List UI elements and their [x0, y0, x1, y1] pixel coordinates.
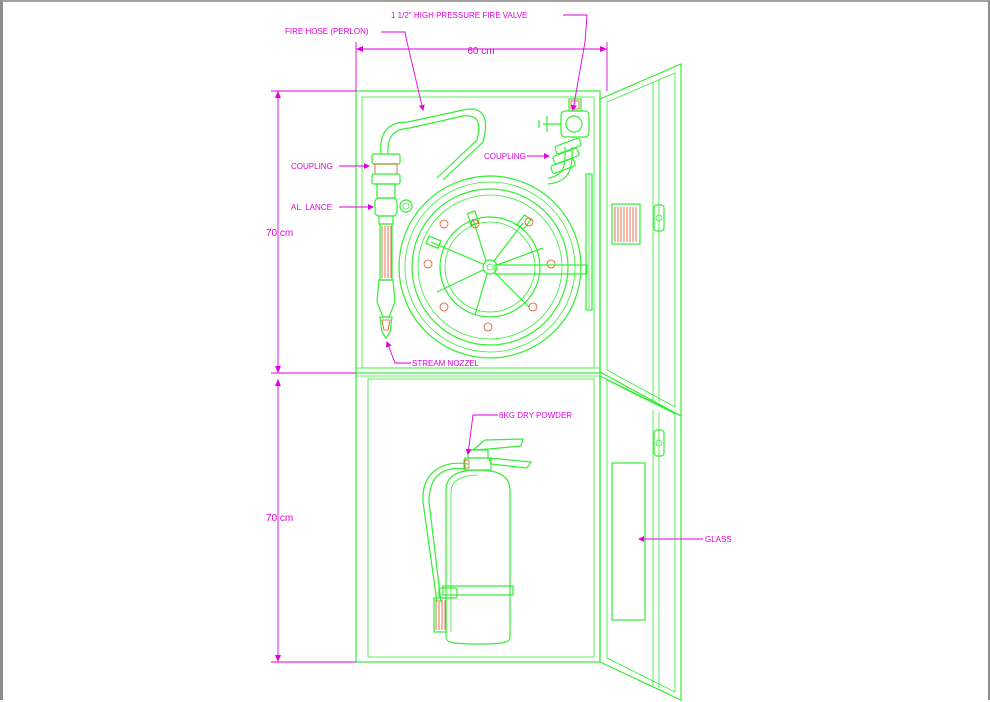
glass-panel: [611, 462, 646, 621]
nozzle-label: STREAM NOZZEL: [412, 359, 480, 368]
extinguisher-label: 6KG DRY POWDER: [499, 411, 572, 420]
glass-label: GLASS: [705, 535, 732, 544]
lance-assembly: [371, 153, 413, 340]
fire-hose: [380, 108, 573, 185]
leader-lines: [339, 14, 703, 542]
hose-reel: [398, 175, 588, 359]
bottom-height-dimension-label: 70 cm: [266, 513, 293, 524]
fire-extinguisher: [422, 438, 533, 645]
top-height-dimension-label: 70 cm: [266, 228, 293, 239]
coupling-left-label: COUPLING: [291, 162, 333, 171]
coupling-right-label: COUPLING: [484, 152, 526, 161]
width-dimension-label: 60 cm: [467, 46, 494, 57]
fire-valve: [538, 98, 590, 174]
valve-label: 1 1/2" HIGH PRESSURE FIRE VALVE: [391, 11, 527, 20]
cabinet-drawing: 60 cm 70 cm 70 cm 1 1/2" HIGH PRESSURE F…: [266, 11, 732, 701]
hose-label: FIRE HOSE (PERLON): [285, 27, 369, 36]
dimension-lines: [271, 42, 608, 663]
cabinet-doors: [585, 63, 682, 701]
lance-label: AL. LANCE: [291, 203, 332, 212]
